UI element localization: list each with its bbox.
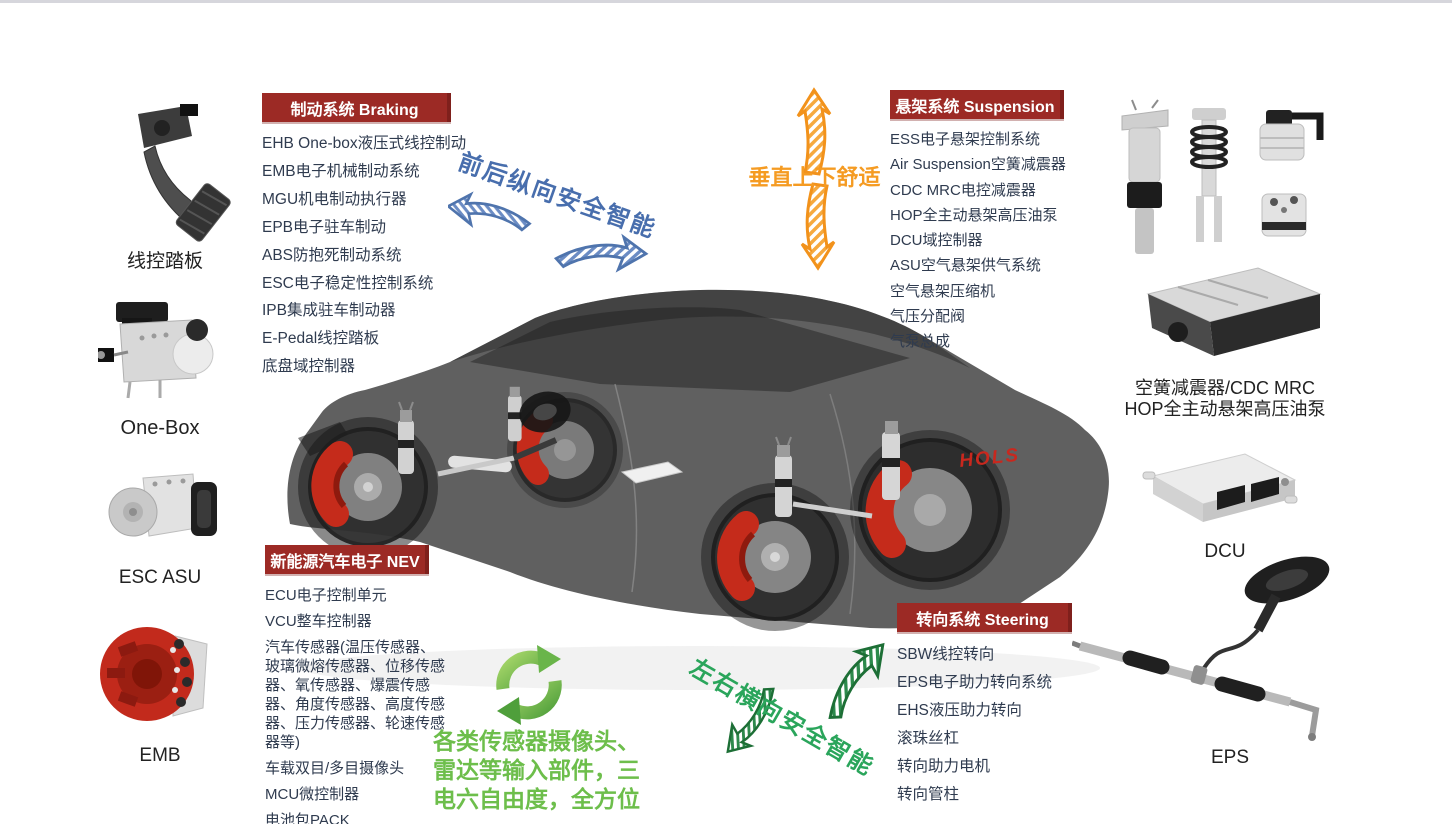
list-item: EHS液压助力转向 [897,701,1022,719]
list-item: IPB集成驻车制动器 [262,302,396,320]
list-item: Air Suspension空簧减震器 [890,156,1066,174]
list-item: VCU整车控制器 [265,613,372,631]
car-chassis-illustration: HOLS [287,289,1109,690]
list-item: EPB电子驻车制动 [262,218,387,236]
top-divider-line [0,0,1452,3]
car-greenhouse-glass [470,307,910,392]
air-spring-label-line1: 空簧减震器/CDC MRC [1135,378,1315,398]
braking-badge: 制动系统 Braking [262,93,451,122]
nev-badge-title: 新能源汽车电子 NEV [270,553,420,571]
nev-badge: 新能源汽车电子 NEV [265,545,429,574]
nev-list: ECU电子控制单元 VCU整车控制器汽车传感器(温压传感器、玻璃微熔传感器、位移传… [265,586,449,824]
list-item: ASU空气悬架供气系统 [890,257,1041,275]
list-item: 滚珠丝杠 [897,729,960,747]
braking-badge-title: 制动系统 Braking [290,101,419,119]
dcu-label: DCU [1204,541,1246,562]
list-item: HOP全主动悬架高压油泵 [890,206,1058,224]
esc-asu-image [108,473,217,537]
lateral-arrows-icon [726,642,885,754]
list-item: EPS电子助力转向系统 [897,673,1053,691]
list-item: MCU微控制器 [265,786,360,804]
list-item: ECU电子控制单元 [265,587,387,604]
list-item: 气压分配阀 [890,308,966,326]
list-item: ESS电子悬架控制系统 [890,131,1041,148]
esc-asu-label: ESC ASU [118,567,202,588]
rear-near-caliper [717,511,759,601]
front-near-caliper [311,441,353,527]
braking-list: EHB One-box液压式线控制动 EMB电子机械制动系统 MGU机电制动执行器 E… [262,135,466,386]
list-item: ABS防抱死制动系统 [262,246,402,264]
list-item: 空气悬架压缩机 [890,282,996,300]
steering-list: SBW线控转向 EPS电子助力转向系统 EHS液压助力转向滚珠丝杠转向助力电机转向管… [897,646,1052,813]
car-door-seam-2 [829,393,856,615]
suspension-badge: 悬架系统 Suspension [890,90,1064,119]
recycle-icon [496,645,562,725]
emb-image [100,627,208,721]
vertical-arrows-icon [796,87,836,271]
suspension-list: ESS电子悬架控制系统 Air Suspension空簧减震器 CDC MRC电控减… [890,131,1066,359]
underbody-module [620,461,684,484]
list-item: 气泵总成 [890,333,951,351]
pedal-label: 线控踏板 [126,251,203,272]
air-spring-label-line2: HOP全主动悬架高压油泵 [1124,399,1326,420]
list-item: 底盘域控制器 [262,358,356,376]
list-item: EHB One-box液压式线控制动 [262,135,467,152]
eps-image [1072,556,1330,741]
car-door-seam [614,383,638,593]
list-item: 汽车传感器(温压传感器、玻璃微熔传感器、位移传感器、氧传感器、爆震传感器、角度传… [265,639,446,752]
list-item: E-Pedal线控踏板 [262,330,380,348]
list-item: 转向管柱 [897,785,960,803]
vertical-annotation: 垂直上下舒适 [748,165,881,190]
steering-badge-title: 转向系统 Steering [916,611,1049,629]
front-near-caliper-slot [333,461,349,508]
dcu-image [1142,453,1298,522]
list-item: 转向助力电机 [897,757,991,775]
list-item: 车载双目/多目摄像头 [265,760,405,778]
list-item: ESC电子稳定性控制系统 [262,274,434,292]
list-item: DCU域控制器 [890,232,983,250]
steering-wheel-hub [533,403,557,421]
control-arm [512,437,558,461]
longitudinal-arrows-icon [448,191,649,273]
tie-rod [437,455,515,477]
rear-axle-link [792,501,873,519]
list-item: 电池包PACK [265,812,350,824]
pedal-image [138,104,231,242]
car-roof-shade [450,289,970,368]
onebox-label: One-Box [120,417,200,439]
list-item: SBW线控转向 [897,646,995,663]
suspension-parts-image [1121,99,1324,356]
onebox-image [98,302,214,399]
list-item: EMB电子机械制动系统 [262,162,420,180]
front-far-strut [508,386,522,442]
eps-label: EPS [1210,747,1250,768]
suspension-badge-title: 悬架系统 Suspension [895,98,1055,116]
emb-label: EMB [139,745,181,766]
sensor-note: 各类传感器摄像头、雷达等输入部件，三电六自由度，全方位 [433,728,640,812]
rear-far-strut [882,421,900,500]
list-item: MGU机电制动执行器 [262,190,407,208]
rear-near-caliper-slot [739,531,756,582]
list-item: CDC MRC电控减震器 [890,181,1036,199]
front-near-strut [398,401,414,474]
rear-near-strut [775,436,792,517]
air-spring-label: 空簧减震器/CDC MRC HOP全主动悬架高压油泵 [1100,378,1350,420]
steering-badge: 转向系统 Steering [897,603,1072,632]
